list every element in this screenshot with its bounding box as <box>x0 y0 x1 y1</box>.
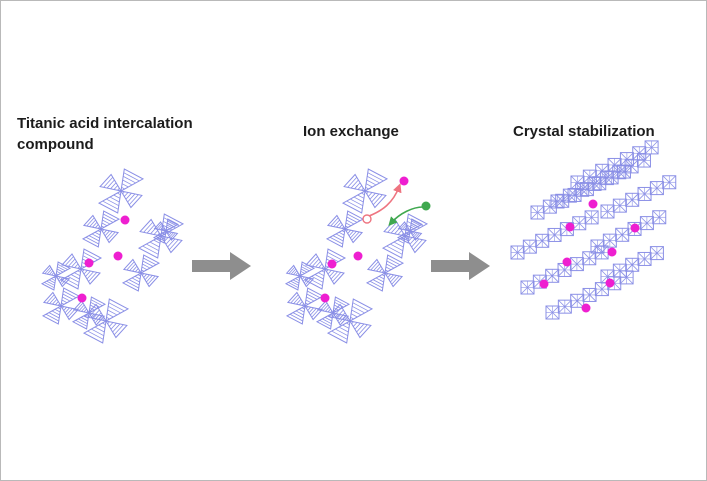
interlayer-ion <box>630 223 640 233</box>
interlayer-ion <box>605 278 615 288</box>
interlayer-ion <box>327 259 337 269</box>
interlayer-ion <box>113 251 123 261</box>
vacated-ion-site <box>362 214 372 224</box>
interlayer-ion <box>77 293 87 303</box>
interlayer-ion <box>120 215 130 225</box>
crystal-band <box>550 153 651 209</box>
crystal-band <box>600 175 677 219</box>
layered-structure-intercalation <box>40 168 185 344</box>
crystal-band <box>510 210 599 260</box>
stage-title-line: Titanic acid intercalation <box>17 115 193 132</box>
crystal-band <box>530 164 631 220</box>
released-ion <box>399 176 409 186</box>
interlayer-ion <box>539 279 549 289</box>
stage-title-line: Crystal stabilization <box>513 123 655 140</box>
stage-title-line: Ion exchange <box>303 123 399 140</box>
interlayer-ion <box>588 199 598 209</box>
ion-release-arrow <box>368 183 402 217</box>
incoming-ion <box>421 201 431 211</box>
stage-title-ion-exchange: Ion exchange <box>303 121 399 142</box>
stage-title-line: compound <box>17 136 94 153</box>
interlayer-ion <box>353 251 363 261</box>
stage-title-crystal-stabilization: Crystal stabilization <box>513 121 655 142</box>
stage-title-intercalation: Titanic acid intercalation compound <box>17 113 193 155</box>
process-arrow-2 <box>431 252 490 280</box>
interlayer-ion <box>607 247 617 257</box>
interlayer-ion <box>84 258 94 268</box>
crystal-band <box>570 140 659 190</box>
interlayer-ion <box>581 303 591 313</box>
stabilized-crystal-structure <box>510 140 677 320</box>
layered-structure-ion-exchange <box>284 168 429 344</box>
interlayer-ion <box>562 257 572 267</box>
process-arrow-1 <box>192 252 251 280</box>
interlayer-ion <box>565 222 575 232</box>
interlayer-ion <box>320 293 330 303</box>
ion-insertion-arrow <box>388 206 424 226</box>
